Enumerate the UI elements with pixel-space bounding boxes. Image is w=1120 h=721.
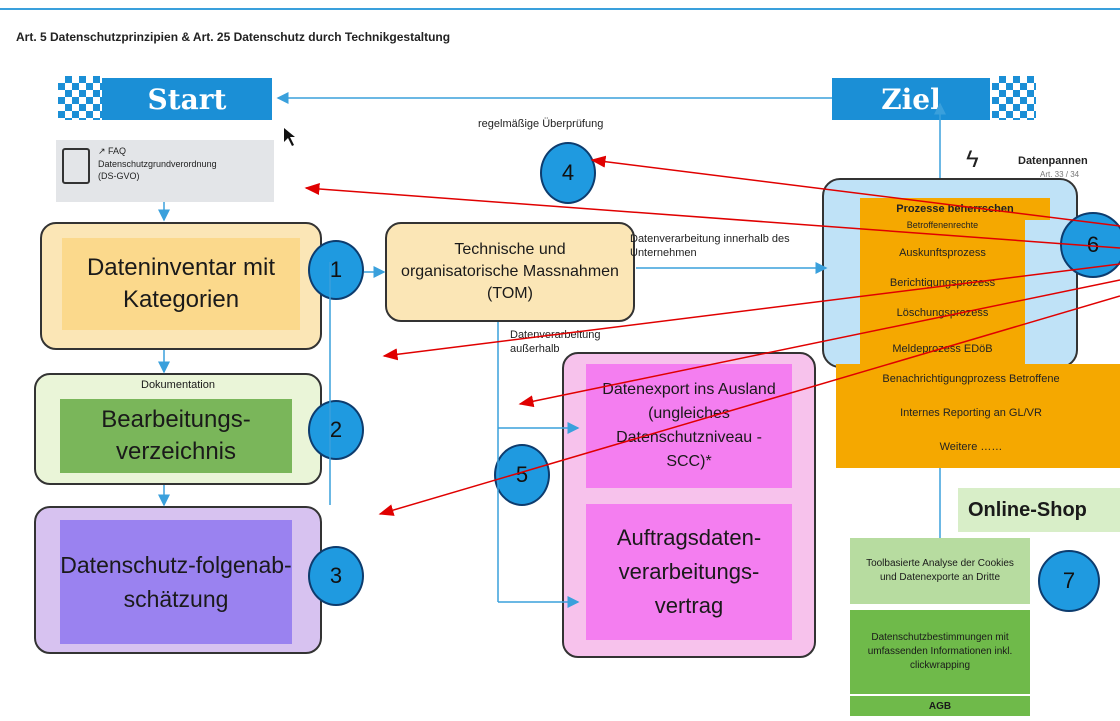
- review-label: regelmäßige Überprüfung: [478, 118, 604, 130]
- top-rule: [0, 8, 1120, 10]
- process-item[interactable]: Weitere ……: [939, 441, 1003, 453]
- processes-extra-list: Benachrichtigungprozess Betroffene Inter…: [836, 364, 1120, 468]
- goal-label: Ziel: [881, 82, 941, 116]
- faq-link[interactable]: ↗ FAQ: [98, 146, 127, 156]
- cursor-icon: [284, 128, 295, 146]
- dpia-box[interactable]: Datenschutz-folgenab-schätzung: [60, 520, 292, 644]
- register-box[interactable]: Bearbeitungs-verzeichnis: [60, 399, 292, 473]
- faq-title: Datenschutzgrundverordnung: [98, 159, 217, 169]
- faq-box[interactable]: ↗ FAQ Datenschutzgrundverordnung (DS-GVO…: [56, 140, 274, 202]
- process-item[interactable]: Berichtigungsprozess: [889, 277, 996, 289]
- step-circle: 1: [308, 240, 364, 300]
- step-circle: 2: [308, 400, 364, 460]
- tom-label: Technische und organisatorische Massnahm…: [401, 241, 619, 302]
- annotation-arrow: [590, 155, 1120, 227]
- page-title: Art. 5 Datenschutzprinzipien & Art. 25 D…: [16, 30, 451, 44]
- breach-ref: Art. 33 / 34: [1040, 170, 1080, 179]
- annotation-arrow: [378, 295, 1120, 516]
- checkered-flag-icon: [992, 76, 1036, 120]
- start-label: Start: [147, 82, 227, 116]
- register-container: Dokumentation Bearbeitungs-verzeichnis: [34, 373, 322, 485]
- step-circle: 5: [494, 444, 550, 506]
- inventory-box[interactable]: Dateninventar mit Kategorien: [62, 238, 300, 330]
- processes-title: Prozesse beherrschen: [860, 198, 1050, 220]
- step-circle: 7: [1038, 550, 1100, 612]
- internal-flow-label: Datenverarbeitung innerhalb des Unterneh…: [630, 233, 790, 259]
- process-item[interactable]: Löschungsprozess: [896, 307, 989, 319]
- dpia-container: Datenschutz-folgenab-schätzung: [34, 506, 322, 654]
- online-shop-title: Online-Shop: [958, 488, 1120, 532]
- privacy-box[interactable]: Datenschutzbestimmungen mit umfassenden …: [850, 610, 1030, 694]
- red-arrows: [304, 155, 1120, 516]
- annotation-arrow: [304, 183, 1120, 249]
- goal-banner: Ziel: [832, 78, 990, 120]
- agb-box[interactable]: AGB: [850, 694, 1030, 716]
- annotation-arrow: [382, 263, 1120, 361]
- processes-subtitle: Betroffenenrechte: [860, 220, 1025, 234]
- step-circle: 4: [540, 142, 596, 204]
- step-circle: 3: [308, 546, 364, 606]
- process-item[interactable]: Benachrichtigungprozess Betroffene: [882, 373, 1060, 385]
- document-icon: [62, 148, 90, 184]
- process-item[interactable]: Internes Reporting an GL/VR: [900, 407, 1042, 419]
- checkered-flag-icon: [58, 76, 102, 120]
- blue-connectors: [158, 92, 946, 608]
- annotation-arrow: [518, 279, 1120, 408]
- processes-list: Auskunftsprozess Berichtigungsprozess Lö…: [860, 234, 1025, 364]
- start-banner: Start: [102, 78, 272, 120]
- breach-title: Datenpannen: [1018, 155, 1088, 167]
- documentation-label: Dokumentation: [141, 379, 215, 391]
- export-box[interactable]: Datenexport ins Ausland (ungleiches Date…: [586, 364, 792, 488]
- process-item[interactable]: Auskunftsprozess: [899, 247, 986, 259]
- cookie-analysis-box[interactable]: Toolbasierte Analyse der Cookies und Dat…: [850, 538, 1030, 604]
- processing-contract-box[interactable]: Auftragsdaten-verarbeitungs-vertrag: [586, 504, 792, 640]
- faq-abbr: (DS-GVO): [98, 171, 140, 181]
- inventory-container: Dateninventar mit Kategorien: [40, 222, 322, 350]
- lightning-icon: ϟ: [966, 146, 979, 173]
- tom-box[interactable]: Technische und organisatorische Massnahm…: [385, 222, 635, 322]
- external-container: Datenexport ins Ausland (ungleiches Date…: [562, 352, 816, 658]
